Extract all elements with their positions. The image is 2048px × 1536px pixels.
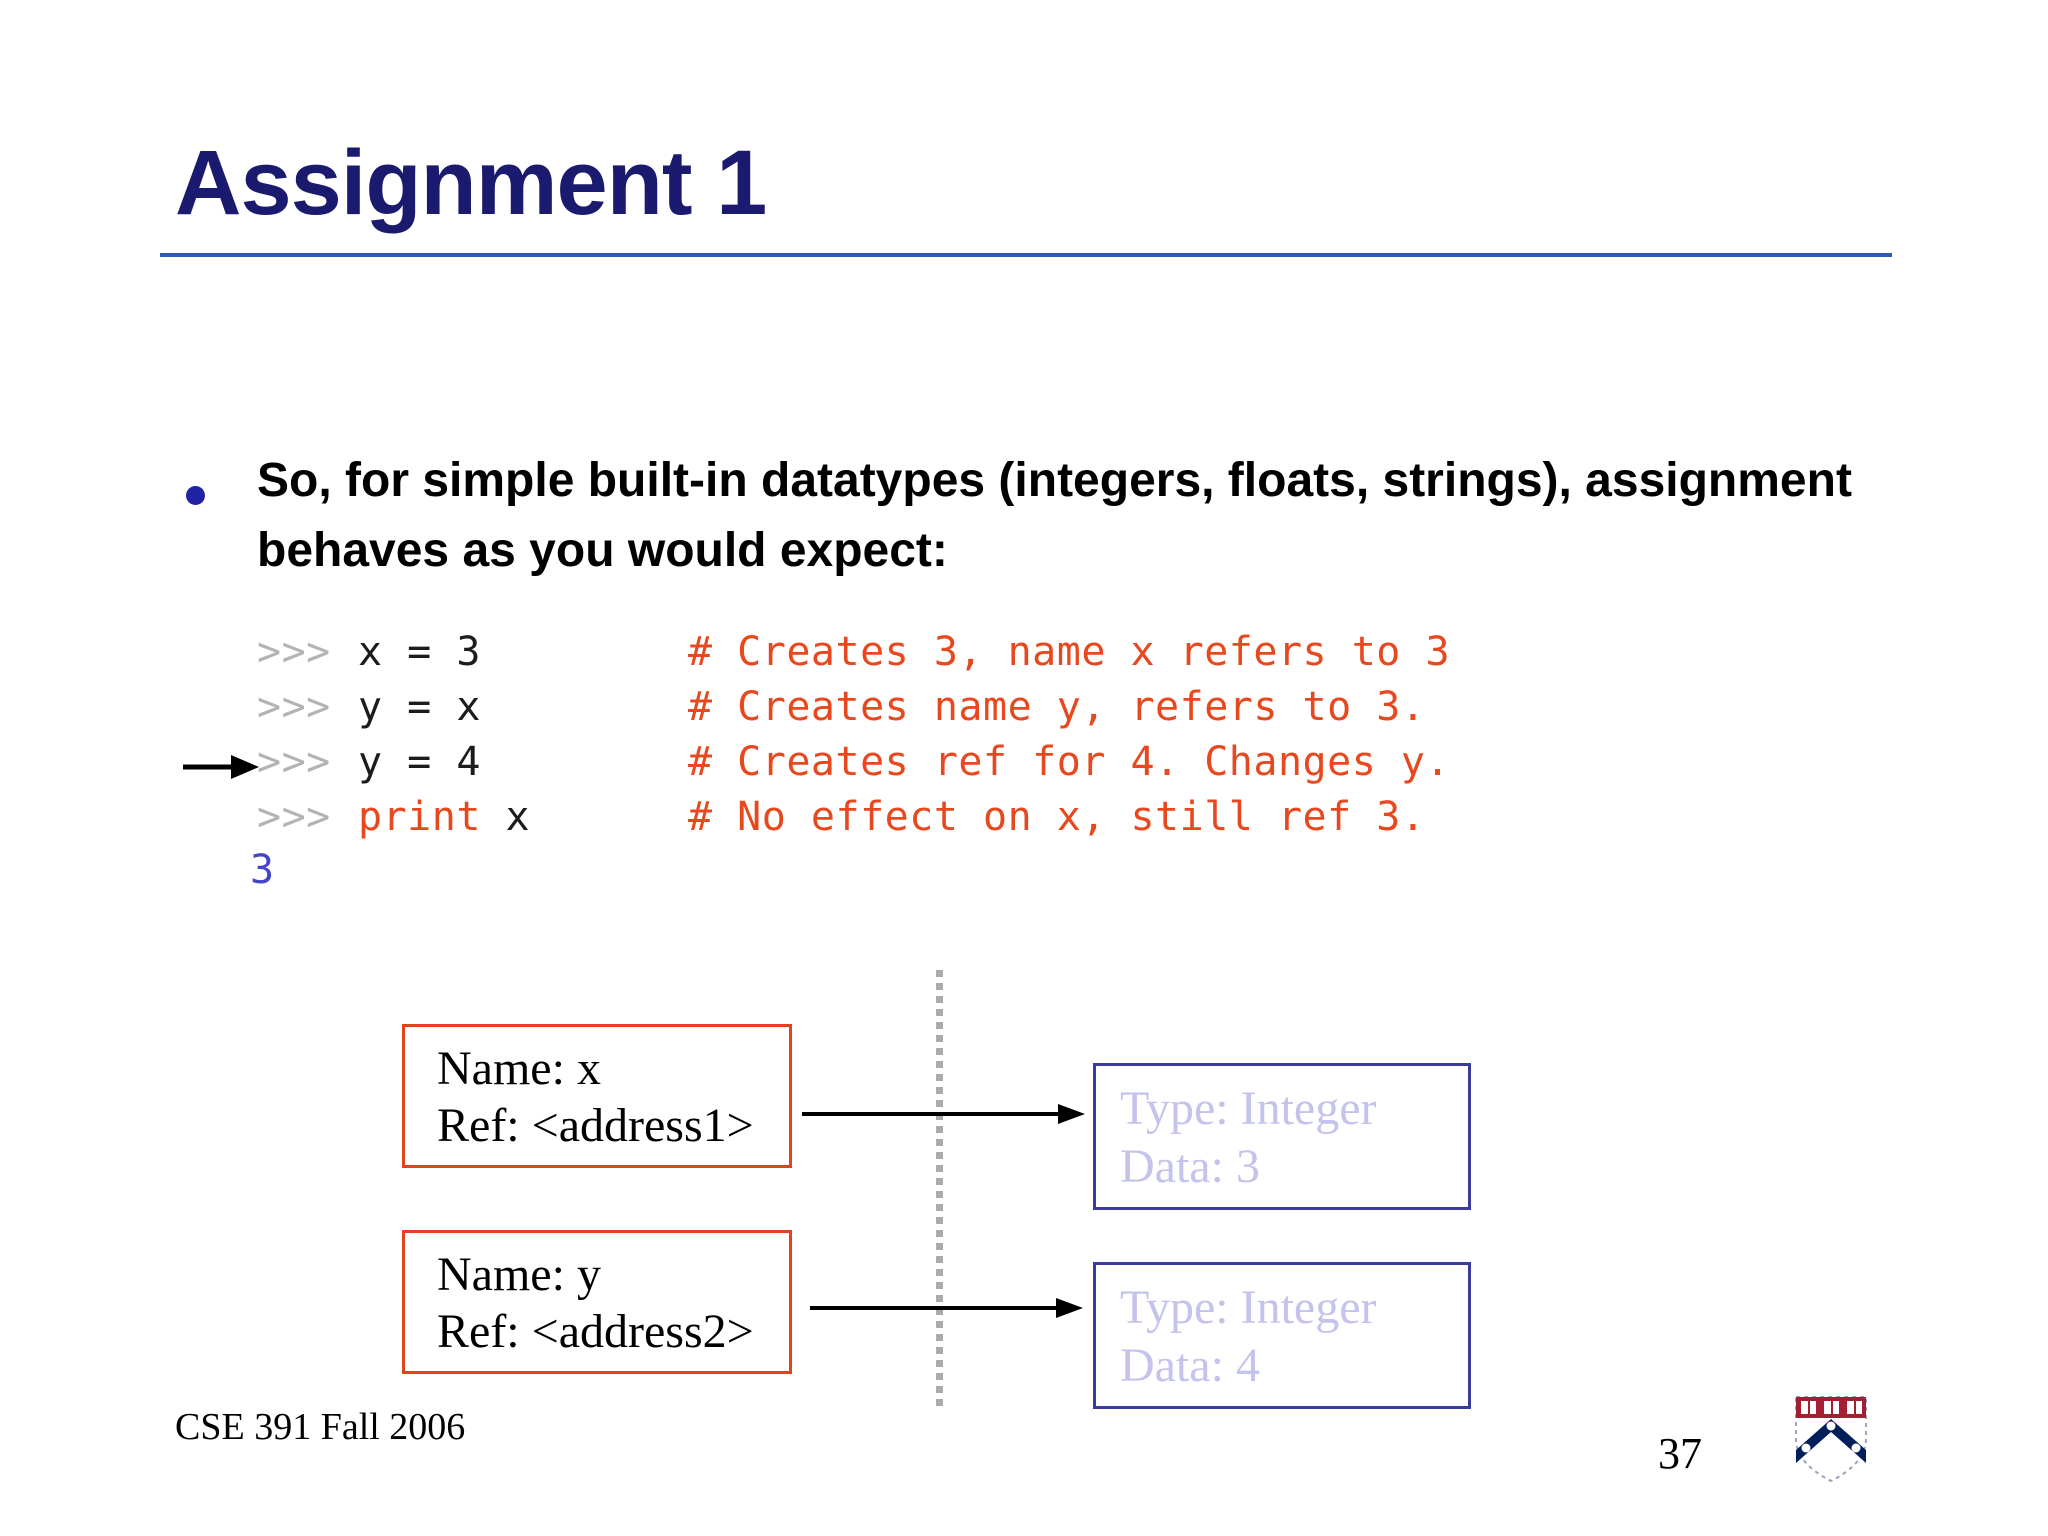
bullet-text: So, for simple built-in datatypes (integ…: [257, 454, 1852, 577]
penn-shield-logo: [1795, 1396, 1867, 1483]
page-number: 37: [1658, 1429, 1702, 1478]
code-text: x: [480, 794, 531, 840]
name-box-line: Ref: <address1>: [437, 1099, 754, 1152]
name-box-line: Name: y: [437, 1248, 601, 1301]
slide-title: Assignment 1: [175, 132, 767, 234]
value-box-line: Type: Integer: [1120, 1082, 1377, 1135]
name-box-y: Name: y Ref: <address2>: [402, 1230, 792, 1374]
repl-prompt: >>>: [257, 629, 331, 675]
title-divider: [160, 253, 1892, 257]
code-line: >>> x = 3 # Creates 3, name x refers to …: [0, 625, 2048, 680]
value-box-int-4: Type: Integer Data: 4: [1093, 1262, 1471, 1409]
code-text: x = 3: [358, 629, 481, 675]
repl-prompt: >>>: [257, 739, 331, 785]
reference-arrow-icon: [802, 1104, 1085, 1124]
name-box-line: Name: x: [437, 1042, 601, 1095]
code-text: y = x: [358, 684, 481, 730]
reference-arrow-icon: [810, 1298, 1083, 1318]
dashed-divider: [936, 970, 943, 1407]
repl-output: 3: [250, 847, 275, 893]
footer-course-label: CSE 391 Fall 2006: [175, 1406, 466, 1448]
value-box-line: Data: 4: [1120, 1339, 1260, 1392]
print-keyword: print: [358, 794, 481, 840]
code-line: 3: [0, 843, 2048, 898]
bullet-icon: [186, 486, 205, 505]
name-box-line: Ref: <address2>: [437, 1305, 754, 1358]
code-comment: # No effect on x, still ref 3.: [688, 794, 1426, 840]
code-comment: # Creates 3, name x refers to 3: [688, 629, 1451, 675]
code-comment: # Creates ref for 4. Changes y.: [688, 739, 1451, 785]
code-comment: # Creates name y, refers to 3.: [688, 684, 1426, 730]
code-line: >>> y = 4 # Creates ref for 4. Changes y…: [0, 735, 2048, 790]
repl-prompt: >>>: [257, 684, 331, 730]
repl-prompt: >>>: [257, 794, 331, 840]
value-box-line: Type: Integer: [1120, 1281, 1377, 1334]
value-box-line: Data: 3: [1120, 1140, 1260, 1193]
value-box-int-3: Type: Integer Data: 3: [1093, 1063, 1471, 1210]
name-box-x: Name: x Ref: <address1>: [402, 1024, 792, 1168]
current-line-arrow-icon: [183, 755, 259, 779]
code-text: y = 4: [358, 739, 481, 785]
code-line: >>> print x # No effect on x, still ref …: [0, 790, 2048, 845]
code-text: print x: [358, 790, 530, 845]
code-line: >>> y = x # Creates name y, refers to 3.: [0, 680, 2048, 735]
